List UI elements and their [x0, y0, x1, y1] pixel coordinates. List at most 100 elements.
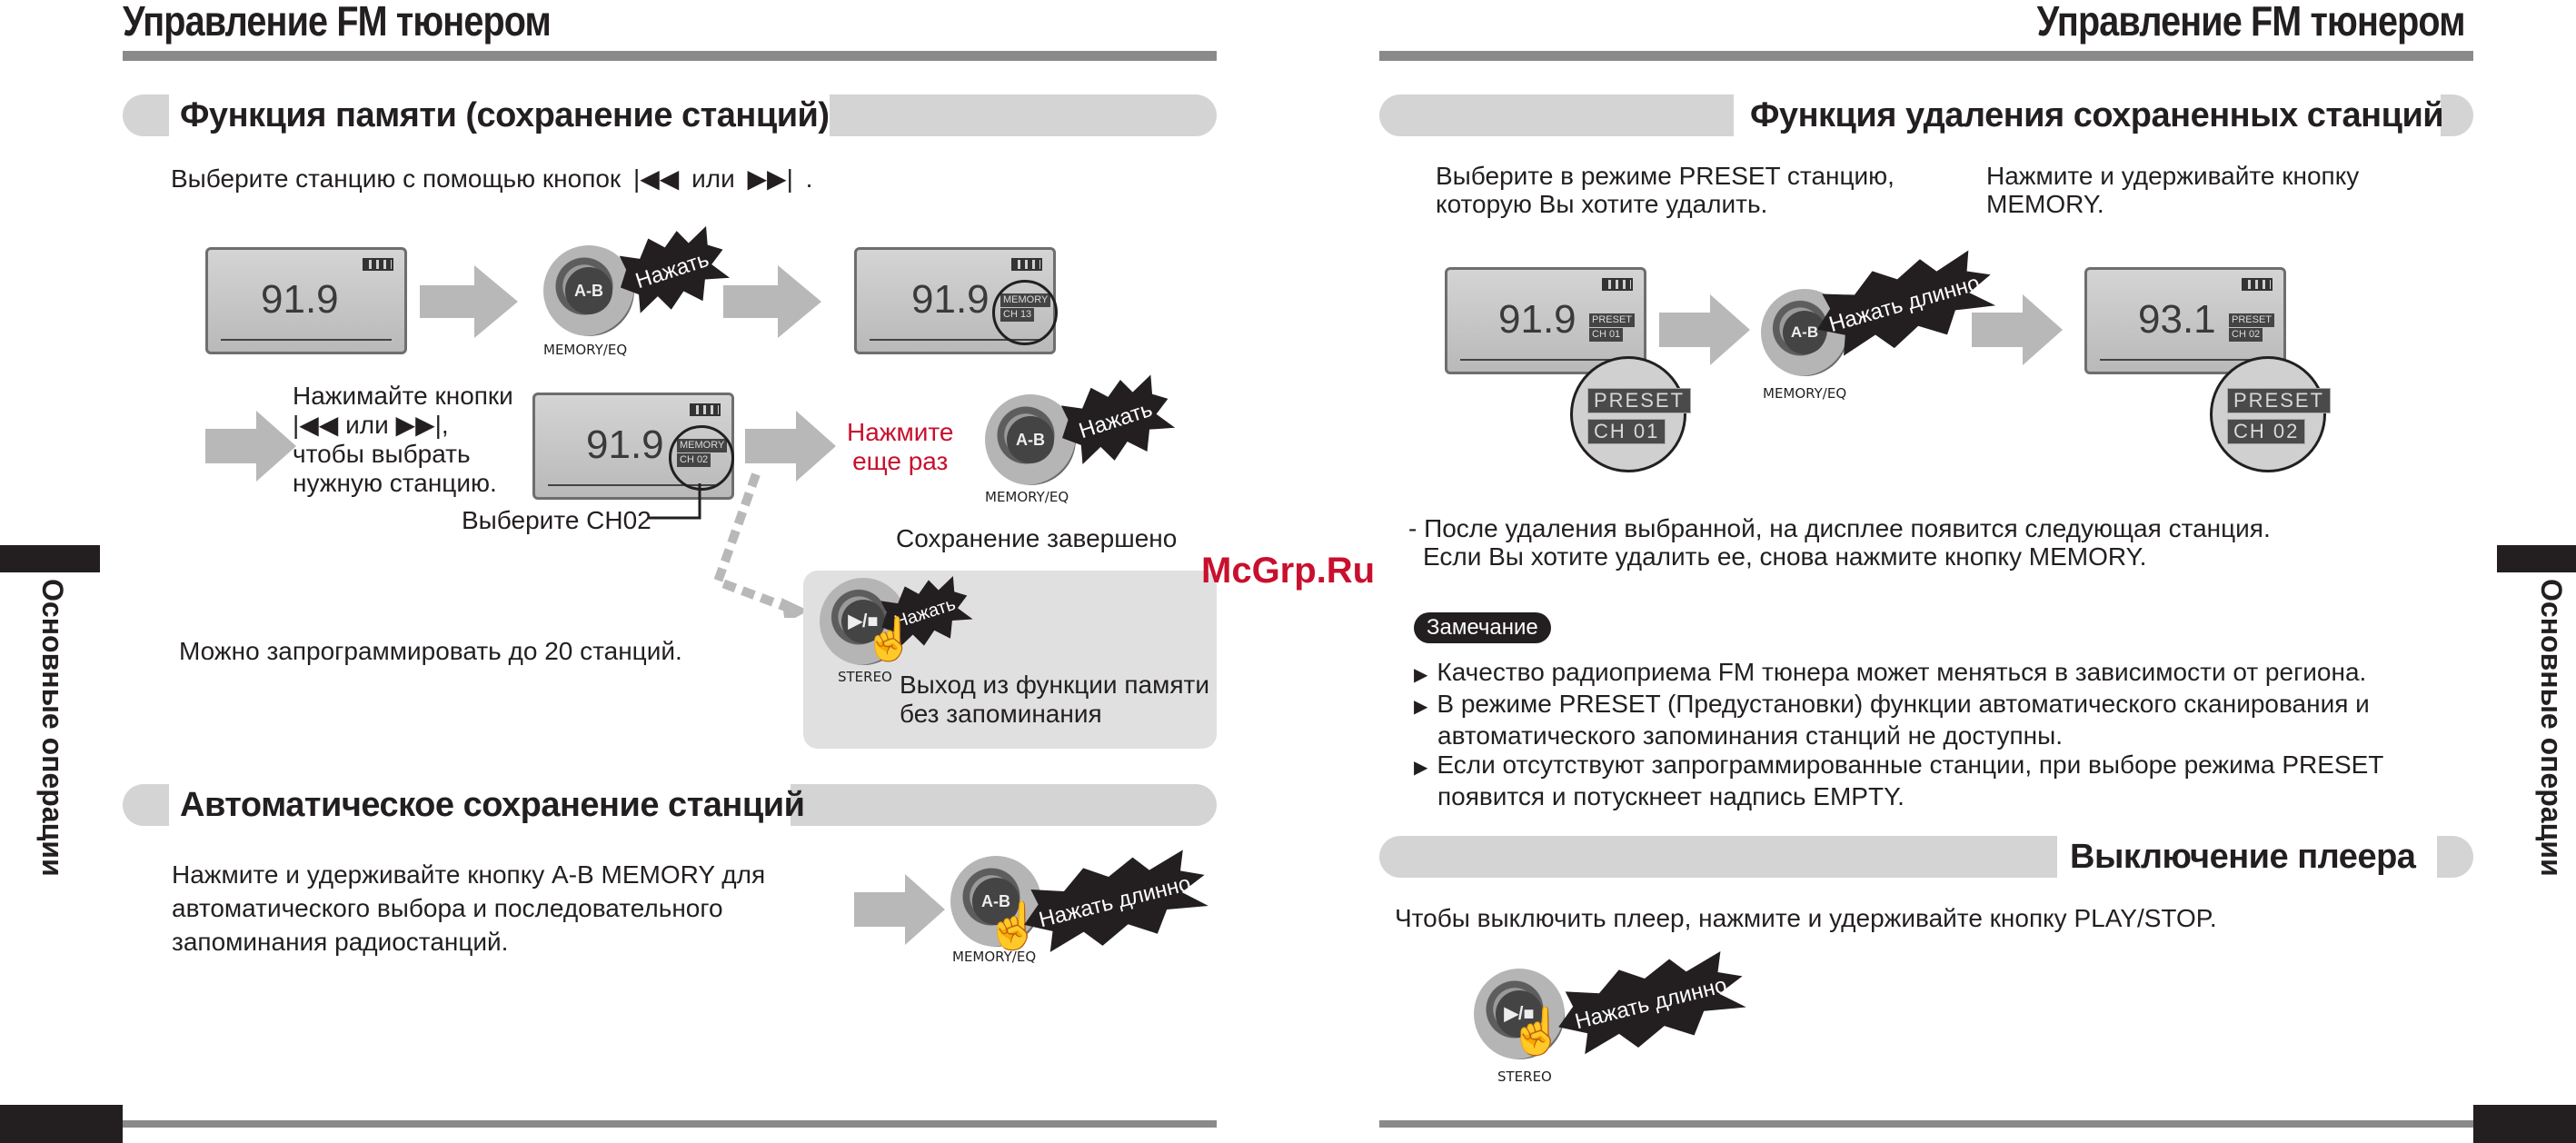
right-side-label: Основные операции	[2534, 579, 2568, 877]
lcd-frequency: 93.1	[2138, 297, 2216, 343]
channel-tag-zoom: CH 02	[2227, 419, 2305, 444]
preset-tag-zoom: PRESET	[2227, 388, 2331, 413]
dotted-path	[709, 472, 818, 618]
arrow-right-icon	[745, 411, 836, 482]
highlight-circle	[992, 280, 1058, 345]
step2-or: или	[345, 411, 389, 439]
arrow-right-icon	[420, 265, 518, 338]
lcd-frequency: 91.9	[911, 277, 990, 323]
battery-icon	[2242, 278, 2273, 291]
col2-line2: MEMORY.	[1986, 190, 2359, 218]
intro-text-c: .	[806, 164, 813, 193]
watermark: McGrp.Ru	[1201, 551, 1375, 591]
lcd-frequency: 91.9	[586, 422, 664, 468]
memory-eq-label: MEMORY/EQ	[985, 489, 1069, 505]
left-sec2-body: Нажмите и удерживайте кнопку A-B MEMORY …	[172, 858, 765, 959]
memory-eq-label: MEMORY/EQ	[543, 342, 627, 358]
auto-line1: Нажмите и удерживайте кнопку A-B MEMORY …	[172, 858, 765, 891]
press-again-line1: Нажмите	[847, 418, 954, 447]
step2-line3: чтобы выбрать	[293, 440, 513, 469]
press-long-burst: Нажать длинно	[1014, 840, 1216, 964]
exit-text: Выход из функции памяти без запоминания	[900, 671, 1209, 729]
arrow-right-icon	[205, 411, 296, 482]
bullet-icon: ▶	[1414, 665, 1427, 685]
battery-icon	[363, 258, 393, 271]
auto-line2: автоматического выбора и последовательно…	[172, 891, 765, 925]
step2-text: Нажимайте кнопки |◀◀ или ▶▶|, чтобы выбр…	[293, 382, 513, 498]
exit-line2: без запоминания	[900, 700, 1209, 729]
stereo-label: STEREO	[1497, 1068, 1552, 1085]
prev-icon: |◀◀	[293, 411, 338, 439]
right-side-tab	[2497, 545, 2576, 572]
after-line2: Если Вы хотите удалить ее, снова нажмите…	[1408, 542, 2271, 571]
zoom-circle-1: PRESET CH 01	[1570, 356, 1686, 472]
arrow-right-icon	[1659, 294, 1750, 365]
intro-text-b: или	[691, 164, 735, 193]
left-page-title: Управление FM тюнером	[123, 0, 551, 45]
press-again-text: Нажмите еще раз	[847, 418, 954, 476]
note-bullet-2: ▶ В режиме PRESET (Предустановки) функции…	[1414, 690, 2383, 721]
col1-line1: Выберите в режиме PRESET станцию,	[1436, 162, 1895, 190]
memory-eq-label: MEMORY/EQ	[1763, 385, 1846, 402]
step2-line2: |◀◀ или ▶▶|,	[293, 411, 513, 440]
power-off-text: Чтобы выключить плеер, нажмите и удержив…	[1395, 903, 2217, 933]
after-delete-text: - После удаления выбранной, на дисплее п…	[1408, 514, 2271, 571]
bullet-icon: ▶	[1414, 758, 1427, 778]
select-ch02-label: Выберите CH02	[462, 505, 651, 535]
tuning-scale	[221, 333, 392, 341]
after-line1: - После удаления выбранной, на дисплее п…	[1408, 514, 2271, 542]
preset-tag: PRESET	[1589, 313, 1635, 327]
ab-button-label: A-B	[1783, 311, 1826, 354]
arrow-right-icon	[723, 265, 821, 338]
col1-line2: которую Вы хотите удалить.	[1436, 190, 1895, 218]
max-stations-note: Можно запрограммировать до 20 станций.	[179, 636, 682, 666]
right-footer-block	[2473, 1105, 2576, 1143]
right-col2: Нажмите и удерживайте кнопку MEMORY.	[1986, 162, 2359, 218]
left-footer-block	[0, 1105, 123, 1143]
note-b1-text: Качество радиоприема FM тюнера может мен…	[1437, 658, 2366, 686]
hand-pointer-icon: ☝	[863, 614, 915, 664]
next-icon: ▶▶|	[396, 411, 442, 439]
right-footer-rule	[1379, 1120, 2473, 1128]
press-long-burst: Нажать длинно	[1548, 941, 1754, 1067]
left-side-label: Основные операции	[35, 579, 69, 877]
right-col1: Выберите в режиме PRESET станцию, котору…	[1436, 162, 1895, 218]
zoom-circle-2: PRESET CH 02	[2210, 356, 2326, 472]
arrow-right-icon	[1972, 294, 2063, 365]
note-b2-text: В режиме PRESET (Предустановки) функции …	[1437, 690, 2369, 718]
channel-tag-zoom: CH 01	[1587, 419, 1666, 444]
press-again-line2: еще раз	[847, 447, 954, 476]
channel-tag: CH 01	[1589, 328, 1623, 342]
battery-icon	[690, 403, 721, 416]
hand-pointer-icon: ☝	[1508, 1005, 1565, 1059]
note-b3-text: Если отсутствуют запрограммированные ста…	[1437, 750, 2383, 779]
lcd-display-1: 91.9	[205, 247, 407, 354]
note-bullet-3: ▶ Если отсутствуют запрограммированные ст…	[1414, 750, 2383, 782]
left-footer-rule	[123, 1120, 1217, 1128]
preset-tag-zoom: PRESET	[1587, 388, 1691, 413]
right-sec1-heading: Функция удаления сохраненных станций	[1734, 94, 2441, 136]
auto-line3: запоминания радиостанций.	[172, 925, 765, 959]
note-badge: Замечание	[1414, 612, 1551, 643]
step2-line1: Нажимайте кнопки	[293, 382, 513, 411]
battery-icon	[1602, 278, 1633, 291]
right-sec2-heading: Выключение плеера	[2057, 836, 2437, 878]
right-title-rule	[1379, 51, 2473, 61]
intro-text-a: Выберите станцию с помощью кнопок	[171, 164, 621, 193]
prev-icon: |◀◀	[633, 164, 679, 193]
exit-line1: Выход из функции памяти	[900, 671, 1209, 700]
left-side-tab	[0, 545, 100, 572]
left-sec1-heading: Функция памяти (сохранение станций)	[169, 94, 830, 136]
left-title-rule	[123, 51, 1217, 61]
lcd-frequency: 91.9	[1498, 297, 1576, 343]
note-list: ▶ Качество радиоприема FM тюнера может ме…	[1414, 658, 2383, 811]
battery-icon	[1011, 258, 1042, 271]
next-icon: ▶▶|	[748, 164, 793, 193]
right-page-title: Управление FM тюнером	[2037, 0, 2465, 45]
preset-tag: PRESET	[2229, 313, 2274, 327]
ab-button-label: A-B	[1007, 416, 1054, 463]
channel-tag: CH 02	[2229, 328, 2263, 342]
lcd-frequency: 91.9	[261, 277, 339, 323]
note-bullet-2-cont: автоматического запоминания станций не д…	[1414, 721, 2383, 750]
bullet-icon: ▶	[1414, 697, 1427, 717]
